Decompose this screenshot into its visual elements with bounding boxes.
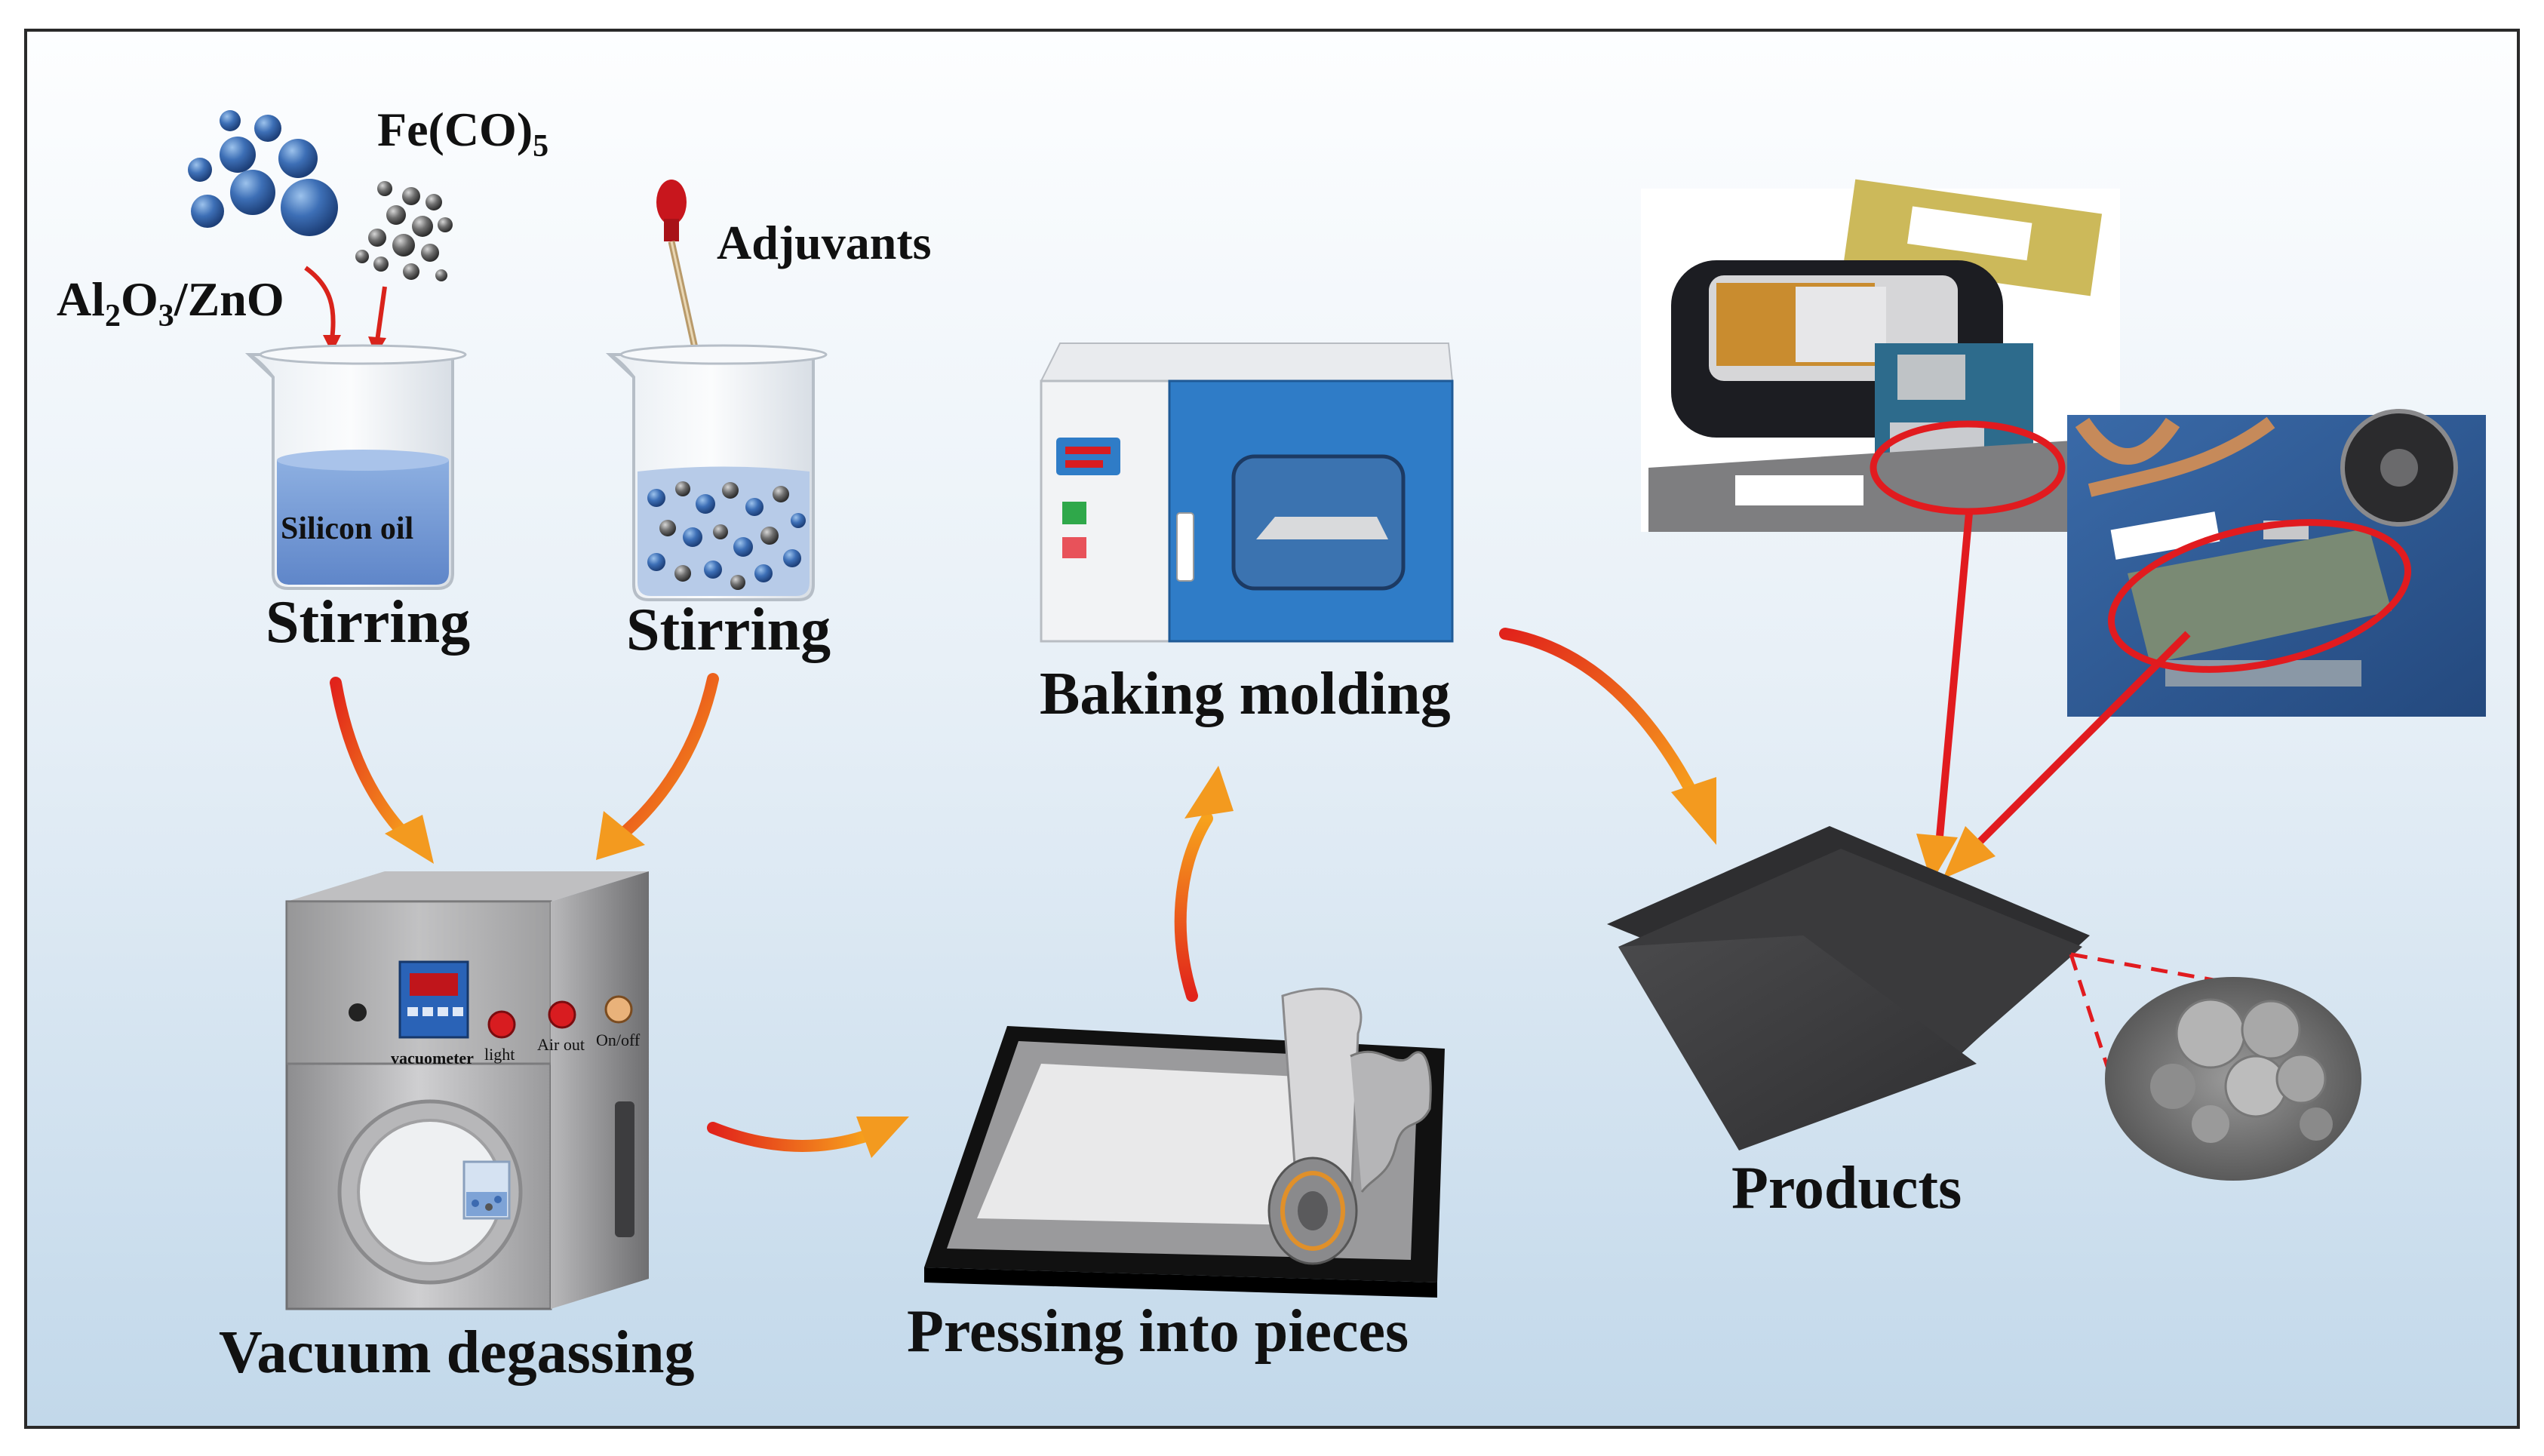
arrow-baking-to-products-head	[1671, 777, 1716, 845]
al2o3-text-b: O	[121, 272, 158, 326]
baking-molding-label: Baking molding	[1040, 661, 1451, 727]
light-button	[487, 1010, 516, 1039]
adjuvants-label: Adjuvants	[717, 216, 932, 269]
pointer-line-phone-head	[1916, 834, 1958, 883]
pour-arrow-al2o3	[304, 266, 336, 340]
stirring-label-1: Stirring	[266, 589, 471, 656]
vacuum-degassing-machine: vacuometer light Air out On/off	[285, 871, 649, 1310]
beaker-silicon-oil	[244, 344, 467, 590]
mixed-particles	[647, 481, 806, 590]
on-off-label: On/off	[596, 1031, 641, 1049]
zoom-line-top	[2070, 952, 2260, 991]
air-out-label: Air out	[537, 1035, 585, 1054]
fe-co5-label: Fe(CO)5	[377, 102, 548, 164]
al2o3-text-c: /ZnO	[174, 272, 284, 326]
arrow-pressing-to-baking	[1174, 812, 1213, 1002]
air-out-button	[548, 1000, 576, 1029]
highlight-circle-phone	[1870, 420, 2066, 515]
highlight-circle-laptop	[2107, 519, 2412, 673]
arrow-stirring1-to-vacuum-head	[385, 815, 434, 864]
beaker-adjuvants	[605, 344, 828, 601]
laptop-application-photo	[2067, 409, 2486, 717]
pointer-line-phone	[1935, 512, 1973, 846]
small-beaker-icon	[462, 1160, 511, 1220]
arrow-stirring2-to-vacuum	[613, 673, 719, 843]
on-off-button	[604, 995, 633, 1024]
door-handle	[615, 1101, 634, 1237]
arrow-stirring1-to-vacuum	[330, 677, 417, 847]
al2o3-zno-label: Al2O3/ZnO	[57, 272, 284, 334]
sem-micrograph	[2105, 977, 2361, 1181]
silicon-oil-label: Silicon oil	[281, 511, 414, 546]
light-label: light	[484, 1045, 515, 1064]
arrow-baking-to-products	[1499, 628, 1700, 802]
al2o3-subscript-2: 3	[158, 298, 174, 333]
pressing-into-pieces-label: Pressing into pieces	[907, 1298, 1409, 1365]
pressing-machine	[924, 988, 1445, 1298]
arrow-vacuum-to-pressing	[707, 1122, 874, 1152]
vacuometer-label: vacuometer	[391, 1049, 474, 1067]
phone-application-photo	[1641, 179, 2120, 532]
product-sheets	[1607, 826, 2090, 1150]
arrow-stirring2-to-vacuum-head	[596, 811, 645, 860]
pointer-line-laptop-head	[1943, 826, 1996, 879]
fe-co5-text: Fe(CO)	[377, 103, 533, 156]
zoom-line-bottom	[2069, 954, 2115, 1083]
fe-co5-particles	[355, 181, 453, 281]
pointer-line-laptop	[1977, 631, 2191, 844]
pour-arrow-fe	[375, 286, 387, 342]
roller-icon	[1267, 988, 1432, 1265]
arrow-pressing-to-baking-head	[1184, 766, 1234, 819]
al2o3-zno-particles	[188, 110, 338, 236]
arrow-vacuum-to-pressing-head	[856, 1117, 909, 1158]
vacuum-degassing-label: Vacuum degassing	[219, 1319, 695, 1386]
pour-arrow-al2o3-head	[323, 335, 341, 353]
al2o3-subscript-1: 2	[105, 298, 121, 333]
stirring-label-2: Stirring	[626, 597, 831, 663]
products-label: Products	[1731, 1155, 1962, 1221]
al2o3-text-a: Al	[57, 272, 105, 326]
baking-oven	[1040, 342, 1454, 643]
vacuometer-display	[398, 960, 469, 1039]
fe-co5-subscript: 5	[533, 128, 549, 164]
